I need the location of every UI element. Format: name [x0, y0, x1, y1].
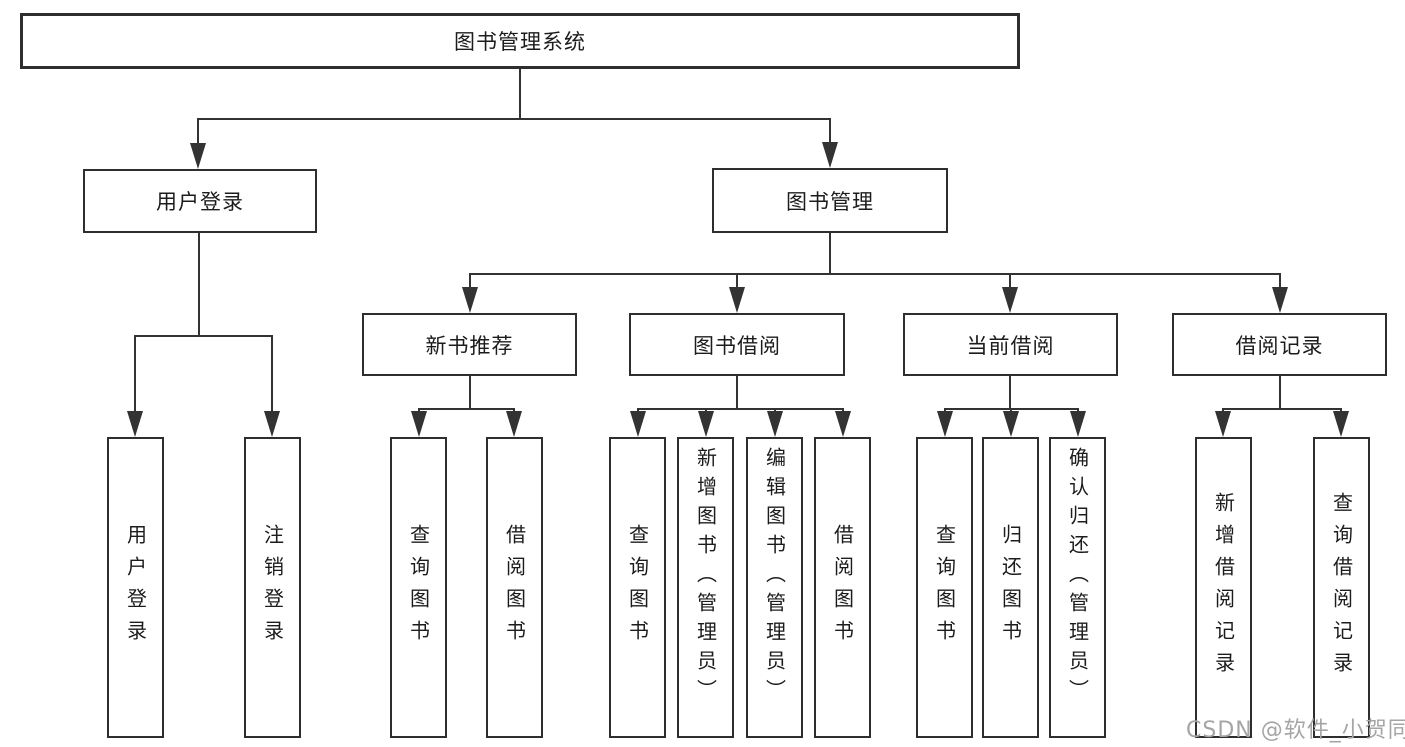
connector-line	[1009, 273, 1011, 290]
connector-line	[1279, 273, 1281, 290]
node-label: 图书管理	[786, 189, 874, 214]
leaf-user-login: 用户登录	[107, 437, 164, 738]
node-book-borrow: 图书借阅	[629, 313, 845, 376]
arrowhead-icon	[630, 411, 646, 437]
arrowhead-icon	[1333, 411, 1349, 437]
connector-line	[829, 232, 831, 275]
node-label: 借阅记录	[1235, 333, 1324, 358]
arrowhead-icon	[1002, 287, 1018, 313]
leaf-label: 编辑图书（管理员）	[762, 447, 787, 708]
arrowhead-icon	[937, 411, 953, 437]
connector-line	[469, 375, 471, 409]
node-user-login: 用户登录	[83, 169, 317, 233]
leaf-query-borrow-record: 查询借阅记录	[1313, 437, 1370, 738]
connector-line	[469, 273, 471, 290]
node-borrow-records: 借阅记录	[1172, 313, 1387, 376]
leaf-label: 借阅图书	[830, 523, 855, 652]
connector-line	[134, 335, 273, 337]
leaf-label: 注销登录	[260, 523, 285, 652]
arrowhead-icon	[506, 411, 522, 437]
connector-line	[271, 335, 273, 413]
connector-line	[198, 232, 200, 336]
leaf-borrow-books-recommend: 借阅图书	[486, 437, 543, 738]
leaf-query-books-current: 查询图书	[916, 437, 973, 738]
leaf-add-borrow-record: 新增借阅记录	[1195, 437, 1252, 738]
node-root-label: 图书管理系统	[454, 30, 586, 54]
connector-line	[1279, 375, 1281, 409]
arrowhead-icon	[1272, 287, 1288, 313]
arrowhead-icon	[462, 287, 478, 313]
arrowhead-icon	[264, 411, 280, 437]
leaf-label: 查询图书	[932, 523, 957, 652]
node-label: 新书推荐	[425, 333, 514, 358]
arrowhead-icon	[127, 411, 143, 437]
connector-line	[519, 69, 521, 119]
connector-line	[469, 273, 1281, 275]
connector-line	[1009, 375, 1011, 409]
node-root: 图书管理系统	[20, 13, 1020, 69]
leaf-confirm-return-admin: 确认归还（管理员）	[1049, 437, 1106, 738]
leaf-query-books-borrow: 查询图书	[609, 437, 666, 738]
leaf-label: 借阅图书	[502, 523, 527, 652]
arrowhead-icon	[1003, 411, 1019, 437]
leaf-label: 用户登录	[123, 523, 148, 652]
connector-line	[637, 408, 844, 410]
node-current-borrow: 当前借阅	[903, 313, 1118, 376]
leaf-label: 新增借阅记录	[1211, 491, 1236, 684]
connector-line	[197, 118, 831, 120]
leaf-label: 新增图书（管理员）	[693, 447, 718, 708]
connector-line	[134, 335, 136, 413]
leaf-edit-books-admin: 编辑图书（管理员）	[746, 437, 803, 738]
leaf-label: 归还图书	[998, 523, 1023, 652]
arrowhead-icon	[822, 142, 838, 168]
leaf-label: 查询借阅记录	[1329, 491, 1354, 684]
connector-line	[736, 273, 738, 290]
connector-line	[197, 118, 199, 148]
arrowhead-icon	[190, 143, 206, 169]
arrowhead-icon	[767, 411, 783, 437]
leaf-label: 查询图书	[406, 523, 431, 652]
connector-line	[418, 408, 515, 410]
node-label: 用户登录	[156, 190, 244, 214]
arrowhead-icon	[835, 411, 851, 437]
arrowhead-icon	[1215, 411, 1231, 437]
node-label: 当前借阅	[966, 333, 1055, 358]
arrowhead-icon	[698, 411, 714, 437]
leaf-add-books-admin: 新增图书（管理员）	[677, 437, 734, 738]
arrowhead-icon	[729, 287, 745, 313]
node-book-management: 图书管理	[712, 168, 948, 233]
leaf-label: 确认归还（管理员）	[1065, 447, 1090, 708]
node-label: 图书借阅	[693, 333, 781, 358]
arrowhead-icon	[411, 411, 427, 437]
leaf-return-books: 归还图书	[982, 437, 1039, 738]
leaf-label: 查询图书	[625, 523, 650, 652]
node-new-book-recommend: 新书推荐	[362, 313, 577, 376]
watermark: CSDN @软件_小贺同学	[1186, 718, 1405, 743]
leaf-borrow-books: 借阅图书	[814, 437, 871, 738]
arrowhead-icon	[1070, 411, 1086, 437]
leaf-logout: 注销登录	[244, 437, 301, 738]
connector-line	[1222, 408, 1342, 410]
connector-line	[829, 118, 831, 148]
connector-line	[736, 375, 738, 409]
leaf-query-books-recommend: 查询图书	[390, 437, 447, 738]
